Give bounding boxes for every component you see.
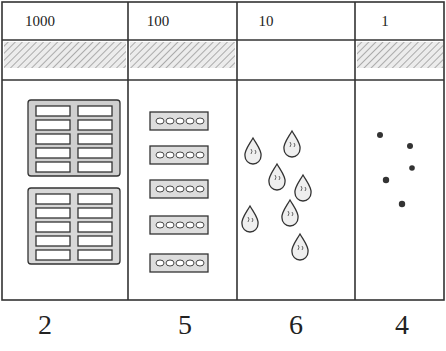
digit-value: 2: [38, 311, 52, 339]
column-header: 10: [259, 14, 274, 29]
digit-value: 5: [178, 311, 192, 339]
digit-value: 4: [395, 311, 409, 339]
column-header: 1000: [25, 14, 55, 29]
column-header: 100: [147, 14, 170, 29]
digit-value: 6: [289, 311, 303, 339]
column-header: 1: [381, 14, 389, 29]
